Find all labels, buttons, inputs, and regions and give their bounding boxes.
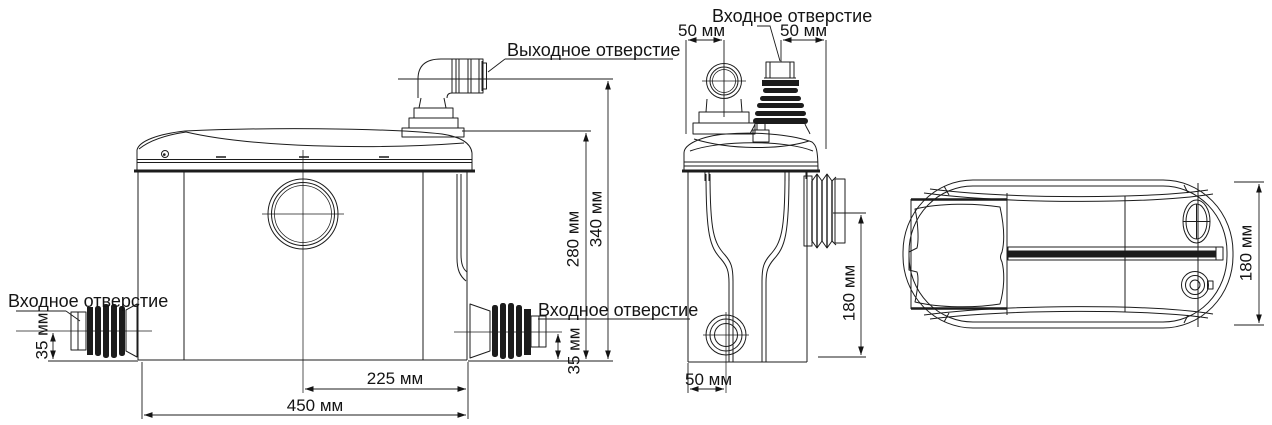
front-tank-body xyxy=(137,150,468,393)
bottom-inlet-circle xyxy=(703,312,749,393)
outlet-label: Выходное отверстие xyxy=(507,40,680,60)
dimension-extension-lines xyxy=(48,40,1264,419)
side-lid xyxy=(682,120,820,181)
side-view xyxy=(682,61,846,393)
inlet-bellows-right xyxy=(454,303,562,359)
top-handle-bar xyxy=(1007,246,1224,261)
dim-text-50-top-left: 50 мм xyxy=(678,21,725,40)
dim-text-225: 225 мм xyxy=(367,369,423,388)
inlet-bellows-side xyxy=(803,173,846,249)
inlet-label-side: Входное отверстие xyxy=(538,300,698,320)
top-lid-seams xyxy=(923,184,1214,324)
front-lid xyxy=(134,128,475,173)
inlet-label-left: Входное отверстие xyxy=(8,291,168,311)
top-outline xyxy=(902,179,1234,329)
side-tank-body xyxy=(687,172,808,363)
label-leader-lines xyxy=(16,25,781,322)
vent-cap xyxy=(1182,199,1211,244)
dim-text-340: 340 мм xyxy=(586,191,605,247)
annotation-texts: Выходное отверстие Входное отверстие Вхо… xyxy=(8,6,1255,415)
inlet-bellows-left xyxy=(16,303,152,358)
dim-text-35-right: 35 мм xyxy=(564,327,583,374)
front-view xyxy=(16,58,562,393)
outlet-elbow xyxy=(401,58,487,138)
outlet-port-top xyxy=(1181,271,1214,299)
dim-text-50-bottom: 50 мм xyxy=(685,370,732,389)
front-access-circle xyxy=(267,178,339,250)
dimension-lines xyxy=(50,37,1262,418)
dim-text-450: 450 мм xyxy=(287,396,343,415)
dim-text-180-top: 180 мм xyxy=(1236,225,1255,281)
top-motor-panel xyxy=(908,198,1007,310)
top-view xyxy=(902,179,1234,329)
inlet-bellows-top xyxy=(749,61,811,135)
dim-text-180-side: 180 мм xyxy=(839,265,858,321)
dim-text-280: 280 мм xyxy=(563,211,582,267)
dim-text-50-top-right: 50 мм xyxy=(780,21,827,40)
inlet-label-top: Входное отверстие xyxy=(712,6,872,26)
dim-text-35-left: 35 мм xyxy=(32,312,51,359)
